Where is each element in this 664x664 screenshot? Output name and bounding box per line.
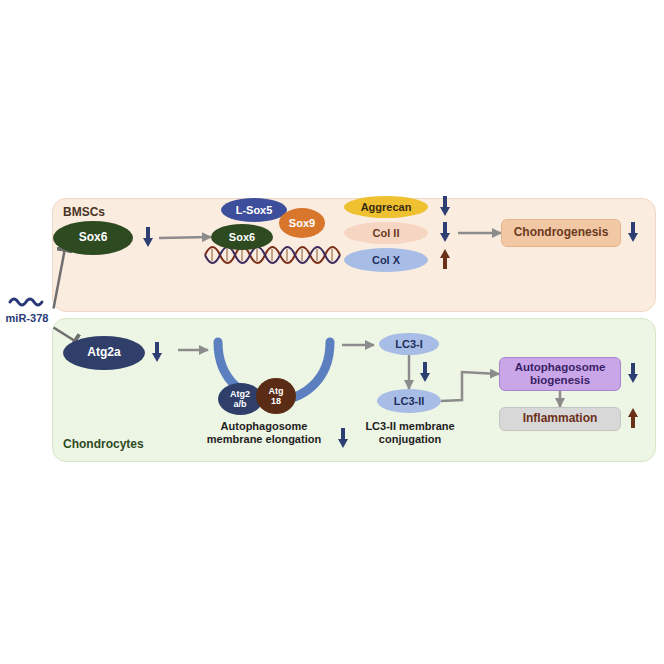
ellipse-fill	[279, 208, 325, 238]
marker-ellipse: Col X	[344, 248, 428, 272]
gene-ellipse: Sox6	[53, 221, 133, 255]
node-text: LC3-II	[394, 395, 425, 408]
node-text: Col X	[372, 254, 400, 267]
ellipse-fill	[218, 383, 263, 415]
mirna-label: miR-378	[1, 309, 54, 328]
protein-ellipse: Sox6	[211, 224, 273, 250]
protein-ellipse: LC3-II	[377, 389, 441, 413]
node-text: Chondrogenesis	[506, 226, 616, 240]
outcome-box: Inflammation	[499, 407, 621, 431]
ellipse-fill	[211, 224, 273, 250]
ellipse-fill	[256, 378, 296, 414]
ellipse-fill	[221, 198, 287, 222]
protein-ellipse: Atg2 a/b	[218, 383, 263, 415]
node-text: Atg2 a/b	[225, 389, 255, 410]
protein-ellipse: Sox9	[279, 208, 325, 238]
node-text: Sox6	[79, 231, 108, 245]
mirna-wave	[10, 299, 42, 305]
node-text: miR-378	[6, 312, 49, 325]
ellipse-fill	[344, 248, 428, 272]
cell-panel: Chondrocytes Atg2aAtg2 a/b Atg 18 LC3-I LC3-…	[52, 318, 656, 462]
ellipse-fill	[53, 221, 133, 255]
ellipse-fill	[377, 389, 441, 413]
outcome-box: Chondrogenesis	[501, 219, 621, 247]
node-text: Inflammation	[504, 412, 616, 426]
protein-ellipse: L-Sox5	[221, 198, 287, 222]
node-text: L-Sox5	[236, 204, 273, 217]
ellipse-fill	[379, 333, 439, 355]
ellipse-fill	[344, 196, 428, 218]
node-text: Col II	[373, 227, 400, 240]
step-label: Autophagosome membrane elongation	[196, 420, 332, 446]
marker-ellipse: Aggrecan	[344, 196, 428, 218]
cell-panel: BMSCsSox6 L-Sox5Sox9Sox6 AggrecanCol II Col…	[52, 198, 656, 312]
ellipse-fill	[63, 336, 145, 370]
node-text: Sox6	[229, 231, 255, 244]
node-text: Sox9	[289, 217, 315, 230]
node-text: Autophagosome biogenesis	[504, 361, 616, 387]
panel-title: Chondrocytes	[63, 437, 144, 451]
node-text: Atg 18	[265, 386, 287, 407]
node-text: LC3-I	[395, 338, 423, 351]
node-text: Atg2a	[87, 346, 120, 360]
step-label: LC3-II membrane conjugation	[360, 420, 460, 446]
protein-ellipse: LC3-I	[379, 333, 439, 355]
ellipse-fill	[344, 222, 428, 244]
gene-ellipse: Atg2a	[63, 336, 145, 370]
panel-title: BMSCs	[63, 205, 105, 219]
node-text: Aggrecan	[361, 201, 412, 214]
outcome-box: Autophagosome biogenesis	[499, 357, 621, 391]
marker-ellipse: Col II	[344, 222, 428, 244]
protein-ellipse: Atg 18	[256, 378, 296, 414]
